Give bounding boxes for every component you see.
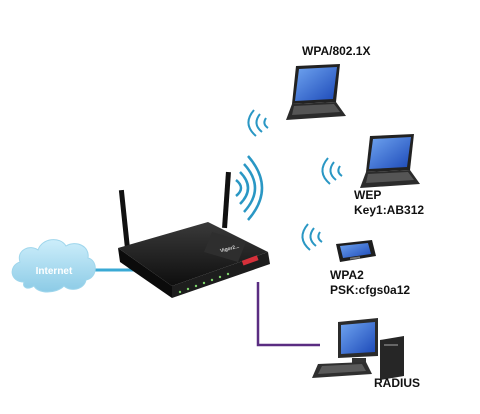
laptop-icon [360,134,420,188]
router-brand-label: Vigor2... [220,244,241,255]
wifi-waves-icon [301,223,323,251]
wep-label: WEP [354,188,382,202]
pda-icon [336,240,376,262]
wpa-8021x-label: WPA/802.1X [302,44,371,58]
desktop-pc-icon [312,318,404,380]
radius-label: RADIUS [374,376,421,390]
wpa2-label: WPA2 [330,268,364,282]
lan-link-line [256,282,320,347]
router-icon: Vigor2... [118,171,270,298]
cloud-label: Internet [36,266,73,277]
wifi-waves-icon [321,157,343,185]
laptop-icon [286,64,346,120]
wpa2-psk-label: PSK:cfgs0a12 [330,283,411,297]
cloud-icon: Internet [11,239,96,293]
wep-key-label: Key1:AB312 [354,203,425,217]
wifi-waves-icon [247,109,269,137]
wifi-waves-icon [235,155,264,221]
